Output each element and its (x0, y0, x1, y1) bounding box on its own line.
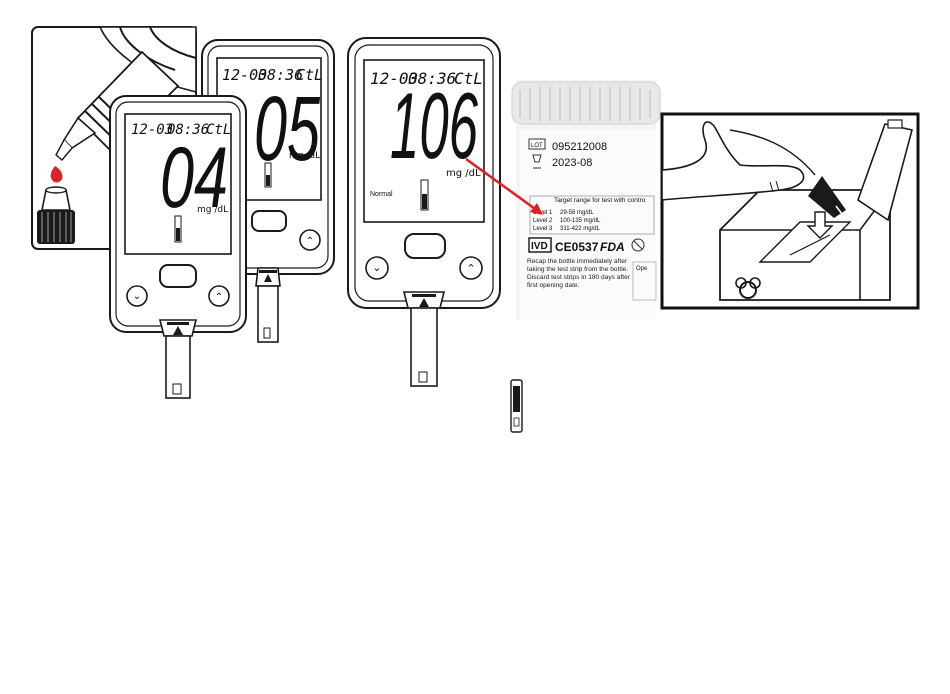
range-title: Target range for test with contro (554, 197, 646, 204)
biohazard-icon (735, 277, 761, 299)
sharps-disposal-icon (661, 119, 913, 301)
meter-large-status: Normal (370, 191, 393, 198)
meter-back-up-button (299, 229, 321, 251)
meter-large-mode: CtL (454, 69, 483, 88)
meter-large-time: 08:36 (408, 69, 456, 88)
meter-left-up-button (208, 285, 230, 307)
chevron-up-icon: ⌃ (306, 236, 314, 247)
chevron-down-icon: ⌄ (133, 291, 141, 302)
meter-left-down-button (126, 285, 148, 307)
meter-back-strip-icon (264, 162, 272, 188)
level-3-name: Level 3 (533, 226, 553, 232)
vial-lot-row: LOT 095212008 (528, 138, 607, 153)
chevron-up-icon: ⌃ (466, 263, 475, 275)
vial-regulatory-marks: IVD CE0537 FDA (528, 237, 645, 254)
ce-mark: CE0537 (555, 240, 599, 254)
meter-large-date: 12-03 (370, 69, 418, 88)
meter-left-unit: mg /dL (197, 205, 228, 215)
fda-mark: FDA (600, 240, 625, 254)
disposal-panel (660, 112, 920, 310)
test-strip-vial: LOT 095212008 2023-08 Target range for t… (511, 80, 661, 320)
meter-large-up-button (459, 256, 483, 280)
chevron-down-icon: ⌄ (372, 262, 381, 274)
down-arrow-icon (806, 211, 834, 239)
meter-large: 12-03 08:36 CtL 106 mg /dL Normal ⌄ ⌃ (347, 37, 501, 387)
meter-back-date: 12-03 (222, 66, 267, 84)
meter-left-time: 08:36 (167, 122, 209, 138)
hourglass-icon (532, 154, 542, 163)
meter-back-reading: 05 (254, 78, 321, 180)
vial-side-label: Ope (636, 266, 648, 272)
meter-large-center-button (404, 233, 446, 259)
level-1-range: 29-58 mg/dL (560, 210, 594, 216)
level-1-name: Level 1 (533, 210, 553, 216)
meter-back-unit: mg /dL (289, 151, 320, 161)
level-3-range: 311-422 mg/dL (560, 226, 601, 232)
meter-back-time: 08:36 (258, 66, 303, 84)
vial-cap (511, 81, 661, 125)
lot-label: LOT (531, 143, 543, 149)
meter-back-center-button (251, 210, 287, 232)
level-2-name: Level 2 (533, 218, 553, 224)
meter-large-strip-icon (420, 179, 429, 211)
lot-number: 095212008 (552, 141, 607, 153)
comparison-arrow (465, 157, 543, 215)
meter-left-reading: 04 (160, 130, 228, 226)
expiry-date: 2023-08 (552, 157, 592, 169)
meter-large-down-button (365, 256, 389, 280)
meter-large-reading: 106 (390, 73, 478, 178)
chevron-up-icon: ⌃ (215, 292, 223, 303)
meter-small-left: 12-03 08:36 CtL 04 mg /dL ⌄ ⌃ (109, 95, 247, 399)
do-not-reuse-icon (631, 238, 645, 252)
test-strip-icon (257, 285, 279, 343)
level-2-range: 100-135 mg/dL (560, 218, 601, 224)
meter-left-mode: CtL (206, 122, 231, 138)
vial-instructions: Recap the bottle immediately after takin… (527, 258, 630, 289)
meter-large-unit: mg /dL (446, 168, 481, 179)
meter-left-strip-icon (174, 215, 182, 243)
meter-left-center-button (159, 264, 197, 288)
meter-left-date: 12-03 (131, 122, 173, 138)
blood-drop-icon (50, 166, 63, 183)
loose-test-strip-icon (510, 379, 523, 433)
ivd-mark: IVD (531, 241, 548, 252)
meter-back-mode: CtL (296, 66, 323, 84)
vial-expiry-row: 2023-08 (532, 154, 592, 169)
